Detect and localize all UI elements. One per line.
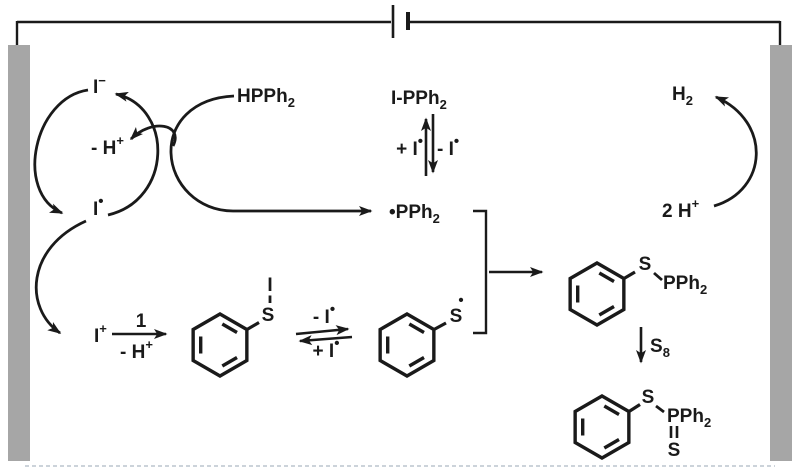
arrow-hpph2-to-pph2-radical <box>169 94 373 216</box>
ring-sulfur-bond <box>623 270 636 280</box>
phenyl-sulfenyl-iodide: S I <box>191 275 275 378</box>
i-plus-label: I+ <box>94 321 107 347</box>
equilibrium-reverse-arrow <box>298 335 353 346</box>
right-electrode <box>770 45 792 461</box>
ipph2-equilibrium: I-PPh2 + I• - I• <box>391 88 459 176</box>
sulfur-label: S <box>639 254 652 275</box>
sulfur-label: S <box>642 387 655 408</box>
thiyl-equilibrium: - I• + I• <box>295 301 353 362</box>
eq-minus-iodine-label: - I• <box>313 301 335 328</box>
arrow-iodide-to-radical <box>33 88 89 215</box>
radical-coupling <box>473 209 544 335</box>
iodonium-step: I+ 1 - H+ <box>34 219 168 363</box>
step-number-label: 1 <box>136 311 147 332</box>
pph2-radical-label: •PPh2 <box>389 202 440 226</box>
phenyl-thiophosphine-product: S PPh2 <box>568 254 707 327</box>
minus-iodine-radical-label: - I• <box>437 133 459 160</box>
benzene-ring <box>191 312 249 378</box>
iodine-cycle: I− - H+ I• <box>33 73 177 220</box>
two-h-plus-label: 2 H+ <box>662 196 700 222</box>
arrow-protons-to-h2 <box>713 95 758 208</box>
radical-dot: • <box>458 292 463 309</box>
ring-sulfur-bond <box>246 321 260 331</box>
ring-sulfur-bond <box>628 403 641 413</box>
sulfur-label: S <box>262 305 275 326</box>
equilibrium-forward-arrow <box>295 325 350 336</box>
iodine-label: I <box>267 275 272 296</box>
pph2-label: PPh2 <box>667 406 711 430</box>
battery-icon <box>391 5 410 38</box>
ring-sulfur-bond <box>433 321 447 331</box>
thiophosphoryl-product: S PPh2 S <box>573 387 711 461</box>
iodine-radical-label: I• <box>93 193 104 220</box>
thiyl-radical: S • <box>378 292 464 378</box>
arrow-to-deprotonation <box>129 124 177 147</box>
deprotonation-label: - H+ <box>91 133 124 159</box>
sulfur-phosphorus-bond <box>655 404 665 414</box>
eq-plus-iodine-label: + I• <box>313 335 340 362</box>
benzene-ring <box>378 312 436 378</box>
sulfur-phosphorus-bond <box>653 271 663 282</box>
bracket <box>473 209 488 335</box>
plus-iodine-radical-label: + I• <box>396 133 423 160</box>
minus-h-plus-label: - H+ <box>120 337 153 363</box>
sulfurization-step: S8 <box>636 327 670 364</box>
circuit <box>8 5 792 467</box>
hpph2-label: HPPh2 <box>237 86 295 110</box>
phosphine-path: HPPh2 •PPh2 <box>169 86 440 226</box>
sulfur-label: S <box>450 306 463 327</box>
i-pph2-label: I-PPh2 <box>391 88 447 112</box>
hydrogen-evolution: H2 2 H+ <box>662 84 758 222</box>
h2-label: H2 <box>672 84 693 108</box>
s8-label: S8 <box>650 336 670 360</box>
benzene-ring <box>573 394 631 460</box>
left-electrode <box>8 45 30 461</box>
pph2-label: PPh2 <box>663 273 707 297</box>
arrow-radical-to-iodonium <box>34 219 87 335</box>
arrow-radical-to-iodide <box>107 91 160 217</box>
benzene-ring <box>568 261 626 327</box>
thiophosphoryl-sulfur-label: S <box>668 440 681 461</box>
iodide-label: I− <box>93 73 106 98</box>
